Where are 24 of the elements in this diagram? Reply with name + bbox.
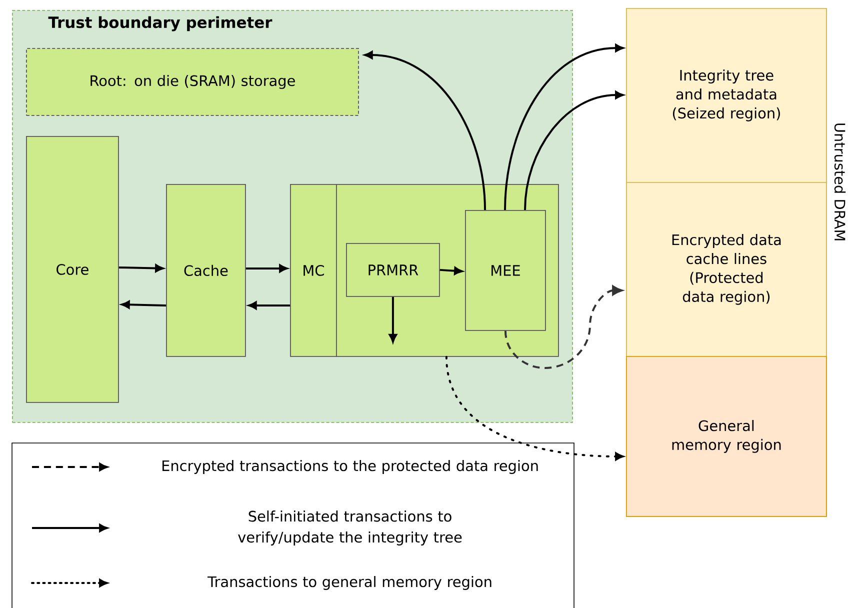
- legend-text: Self-initiated transactions to verify/update the integrity tree: [238, 510, 462, 546]
- legend-text: Encrypted transactions to the protected data region: [162, 460, 538, 474]
- arrow: [364, 50, 486, 210]
- storage-box: Root: on die (SRAM) storage: [26, 48, 359, 116]
- memory-region-box: General memory region: [626, 356, 827, 517]
- memory-region-box: Integrity tree and metadata (Seized region): [626, 8, 827, 183]
- arrow: [118, 264, 164, 272]
- arrow: [524, 90, 624, 210]
- arrow: [388, 296, 398, 342]
- cache-box: Cache: [166, 184, 246, 357]
- controller-box: MC: [290, 184, 337, 357]
- memory-region-box: Encrypted data cache lines (Protected data region): [626, 182, 827, 357]
- arrow: [440, 266, 463, 275]
- core-box: Core: [26, 136, 119, 403]
- register-box: PRMRR: [346, 243, 440, 297]
- arrow: [121, 300, 166, 309]
- arrow: [504, 285, 623, 369]
- arrow: [246, 264, 288, 272]
- engine-box: MEE: [465, 210, 546, 331]
- node-label: Untrusted DRAM: [834, 124, 846, 240]
- arrow: [248, 301, 290, 310]
- legend-text: Transactions to general memory region: [208, 576, 492, 590]
- arrow: [504, 44, 624, 210]
- arrow: [445, 356, 624, 460]
